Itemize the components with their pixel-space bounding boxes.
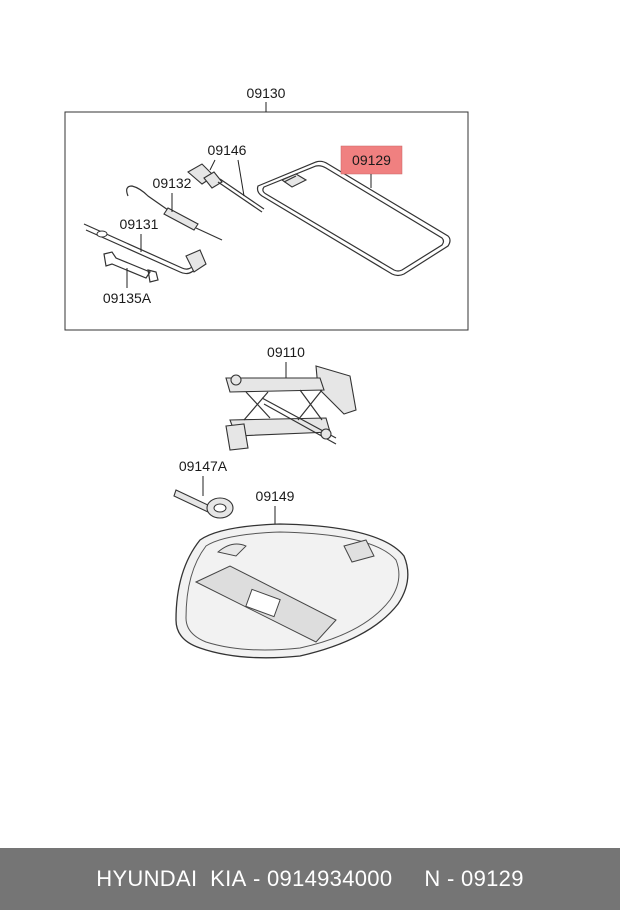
footer-brand: HYUNDAI KIA (96, 866, 247, 891)
handle-drawing (126, 185, 223, 241)
callout-jack: 09110 (267, 344, 305, 360)
callout-rod: 09146 (208, 142, 247, 158)
footer-gap (392, 866, 424, 892)
callout-kit: 09130 (247, 85, 286, 101)
tool-bag-drawing (256, 160, 451, 277)
callout-spanner: 09135A (103, 290, 152, 306)
footer-bar: HYUNDAI KIA - 0914934000 N - 09129 (0, 848, 620, 910)
scissor-jack-drawing (225, 365, 357, 451)
callout-handle: 09132 (153, 175, 192, 191)
luggage-tray-drawing (175, 523, 409, 659)
callout-wrench: 09131 (120, 216, 159, 232)
footer-part-number: 0914934000 (267, 866, 393, 891)
footer-ref: N - 09129 (424, 866, 524, 891)
spanner-drawing (103, 251, 159, 283)
parts-diagram: 09130 09129 09146 09132 09131 0913 (64, 85, 469, 659)
callout-bag: 09129 (352, 152, 391, 168)
leader-rod-a (209, 159, 216, 171)
extension-rod-drawing (187, 163, 265, 213)
callout-tray: 09149 (256, 488, 295, 504)
leader-rod-b (237, 159, 245, 197)
footer-sep-1: - (246, 866, 267, 891)
tow-hook-drawing (173, 489, 234, 519)
highlight-box-bag (340, 145, 403, 175)
wheel-wrench-drawing (83, 223, 207, 275)
callout-hook: 09147A (179, 458, 228, 474)
